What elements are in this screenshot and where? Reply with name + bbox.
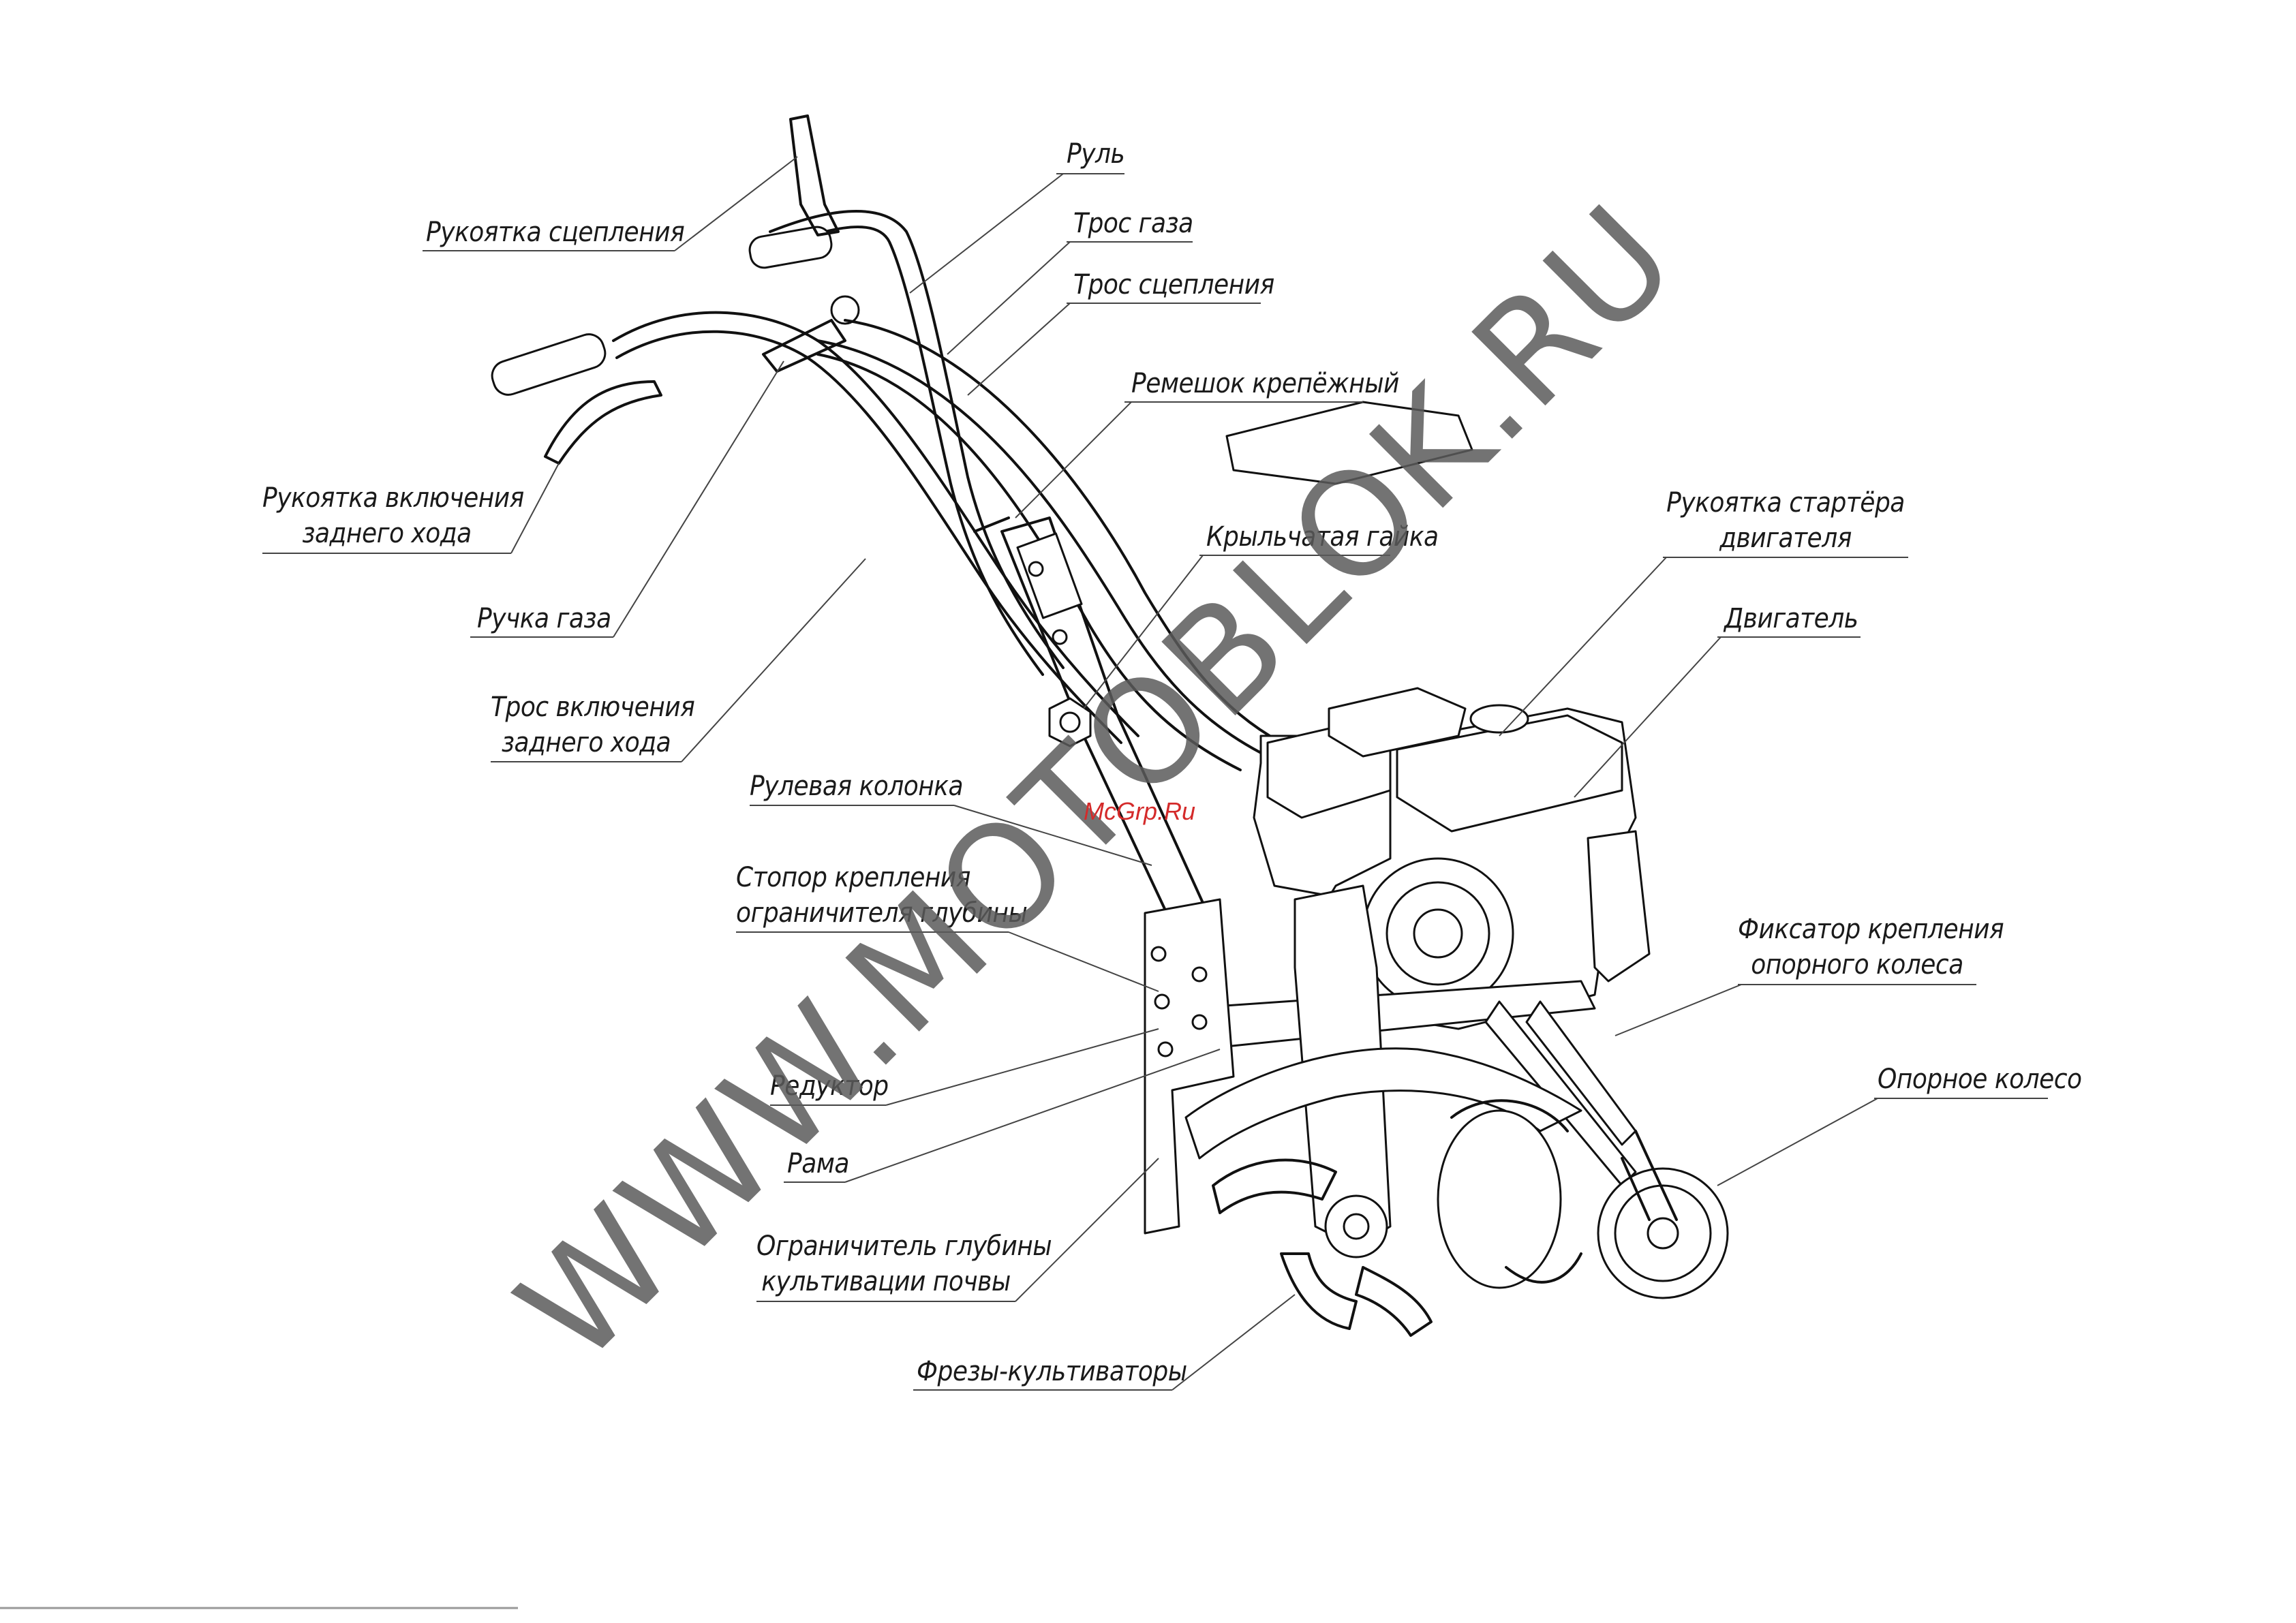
- label-wheel-lock-line2: опорного колеса: [1751, 949, 1963, 980]
- label-reverse-lever: Рукоятка включения заднего хода: [262, 480, 524, 551]
- label-reverse-lever-line2: заднего хода: [302, 518, 472, 549]
- engine: [1225, 401, 1651, 1030]
- label-wheel-lock-line1: Фиксатор крепления: [1738, 914, 2004, 945]
- label-wheel-lock: Фиксатор крепления опорного колеса: [1738, 912, 2004, 983]
- label-gearbox: Редуктор: [770, 1070, 889, 1102]
- label-throttle-handle: Ручка газа: [477, 603, 611, 634]
- source-mark: McGrp.Ru: [1084, 797, 1196, 825]
- label-reverse-lever-line1: Рукоятка включения: [262, 482, 524, 514]
- label-clutch-cable: Трос сцепления: [1073, 269, 1274, 300]
- leader-lines: [262, 156, 2048, 1391]
- label-support-wheel: Опорное колесо: [1878, 1064, 2082, 1095]
- label-engine: Двигатель: [1724, 603, 1858, 634]
- label-strap: Ремешок крепёжный: [1131, 368, 1399, 399]
- label-starter-handle-line1: Рукоятка стартёра: [1666, 487, 1905, 519]
- label-throttle-cable: Трос газа: [1073, 208, 1193, 239]
- label-depth-stop-lock-line1: Стопор крепления: [736, 862, 970, 893]
- label-reverse-cable-line2: заднего хода: [501, 727, 671, 758]
- label-depth-stop-lock-line2: ограничителя глубины: [736, 897, 1028, 929]
- label-tillers: Фрезы-культиваторы: [917, 1356, 1187, 1387]
- label-reverse-cable: Трос включения заднего хода: [491, 690, 695, 760]
- label-clutch-lever: Рукоятка сцепления: [426, 217, 685, 248]
- handlebar: [491, 114, 1139, 744]
- frame: [1144, 884, 1637, 1248]
- label-starter-handle: Рукоятка стартёра двигателя: [1663, 485, 1908, 556]
- label-depth-stop-lock: Стопор крепления ограничителя глубины: [736, 860, 1028, 931]
- label-wing-nut: Крыльчатая гайка: [1206, 521, 1439, 553]
- label-starter-handle-line2: двигателя: [1719, 523, 1852, 554]
- label-depth-limiter-line1: Ограничитель глубины: [756, 1231, 1052, 1262]
- label-depth-limiter: Ограничитель глубины культивации почвы: [756, 1228, 1052, 1299]
- label-rul: Руль: [1067, 138, 1125, 170]
- support-wheel: [1597, 1130, 1729, 1299]
- label-steering-column: Рулевая колонка: [750, 771, 964, 802]
- label-depth-limiter-line2: культивации почвы: [761, 1266, 1011, 1297]
- tillers: [1184, 1047, 1582, 1337]
- label-frame: Рама: [787, 1148, 849, 1179]
- label-reverse-cable-line1: Трос включения: [491, 692, 695, 723]
